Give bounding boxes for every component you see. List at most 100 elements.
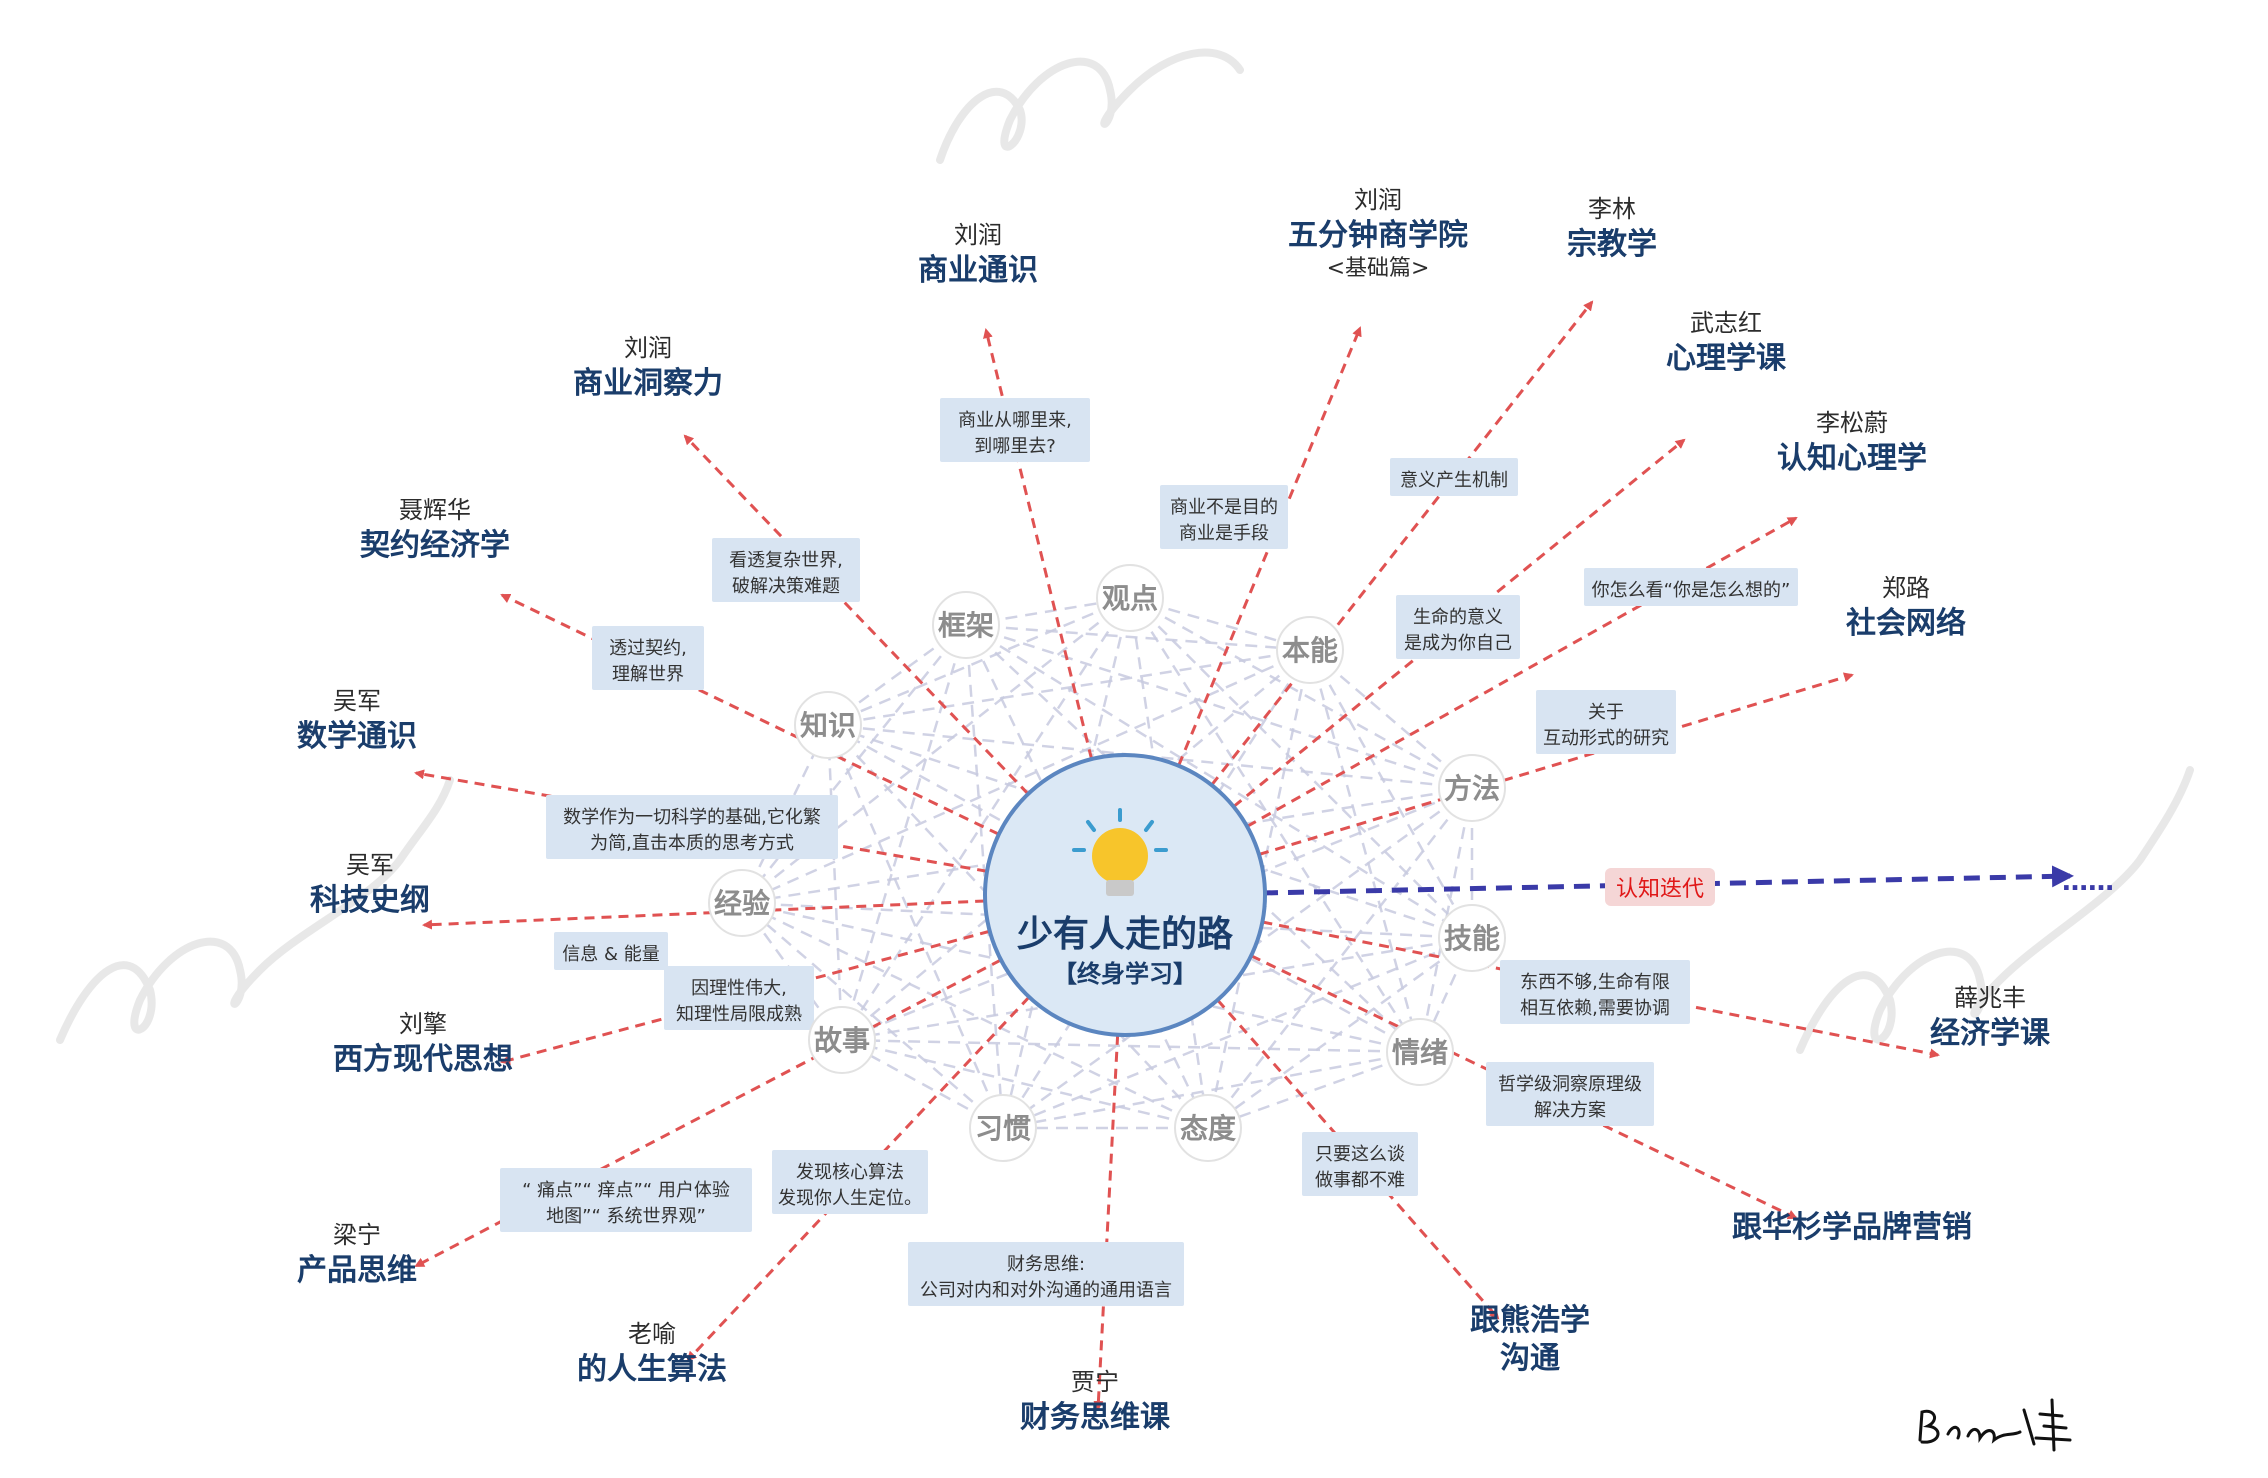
course-title: 产品思维 bbox=[297, 1253, 417, 1288]
lightbulb-icon bbox=[1072, 808, 1168, 896]
concept-node: 态度 bbox=[1174, 1094, 1242, 1162]
central-topic: 少有人走的路 【终身学习】 bbox=[983, 753, 1267, 1037]
course-title: 认知心理学 bbox=[1777, 441, 1927, 476]
note-line: 做事都不难 bbox=[1315, 1170, 1405, 1191]
concept-node-label: 观点 bbox=[1102, 582, 1158, 615]
note-line: 解决方案 bbox=[1534, 1100, 1606, 1121]
concept-node-label: 知识 bbox=[800, 709, 856, 742]
concept-node: 框架 bbox=[932, 591, 1000, 659]
course-author: 薛兆丰 bbox=[1954, 984, 2026, 1012]
note-line: 公司对内和对外沟通的通用语言 bbox=[920, 1280, 1172, 1301]
course-author: 老喻 bbox=[628, 1320, 676, 1348]
course-title: 跟华杉学品牌营销 bbox=[1732, 1210, 1972, 1245]
note-box: 因理性伟大,知理性局限成熟 bbox=[664, 966, 814, 1030]
concept-node-label: 方法 bbox=[1444, 772, 1500, 805]
course-author: 梁宁 bbox=[333, 1221, 381, 1249]
course-title: 契约经济学 bbox=[360, 528, 510, 563]
note-box: 你怎么看“你是怎么想的” bbox=[1584, 568, 1798, 606]
note-line: 东西不够,生命有限 bbox=[1520, 972, 1670, 993]
concept-node: 方法 bbox=[1438, 754, 1506, 822]
note-line: 意义产生机制 bbox=[1400, 470, 1508, 491]
course-author: 李林 bbox=[1588, 195, 1636, 223]
course-title: 社会网络 bbox=[1846, 606, 1966, 641]
concept-node-label: 框架 bbox=[938, 609, 994, 642]
course-subtitle: 沟通 bbox=[1500, 1341, 1560, 1376]
note-line: 商业从哪里来, bbox=[958, 410, 1072, 431]
note-line: 生命的意义 bbox=[1413, 607, 1503, 628]
signature-watermark bbox=[56, 48, 2194, 1054]
course-link-arrow bbox=[1177, 326, 1362, 767]
note-line: 到哪里去? bbox=[974, 436, 1056, 457]
concept-node-label: 故事 bbox=[814, 1024, 870, 1057]
cognitive-iteration-arrow: 认知迭代 …… bbox=[1261, 865, 2114, 906]
note-line: 哲学级洞察原理级 bbox=[1498, 1074, 1642, 1095]
note-line: 是成为你自己 bbox=[1404, 633, 1512, 654]
concept-node-label: 情绪 bbox=[1392, 1036, 1448, 1069]
course-title: 商业通识 bbox=[918, 253, 1038, 288]
note-line: 商业是手段 bbox=[1179, 523, 1269, 544]
note-line: “ 痛点”“ 痒点”“ 用户体验 bbox=[522, 1180, 730, 1201]
course-author: 吴军 bbox=[333, 687, 381, 715]
note-line: 看透复杂世界, bbox=[729, 550, 843, 571]
course-author: 刘润 bbox=[624, 334, 672, 362]
note-line: 地图”“ 系统世界观” bbox=[546, 1206, 706, 1227]
course-author: 刘润 bbox=[954, 221, 1002, 249]
concept-node-label: 技能 bbox=[1444, 922, 1500, 955]
center-title: 少有人走的路 bbox=[1017, 914, 1234, 955]
note-line: 理解世界 bbox=[612, 664, 684, 685]
note-box: 信息 & 能量 bbox=[554, 932, 668, 970]
course-author: 贾宁 bbox=[1071, 1368, 1119, 1396]
note-line: 破解决策难题 bbox=[732, 576, 840, 597]
course-title: 财务思维课 bbox=[1020, 1400, 1171, 1435]
note-line: 你怎么看“你是怎么想的” bbox=[1592, 580, 1791, 601]
course-title: 商业洞察力 bbox=[573, 366, 723, 401]
course-link-arrow bbox=[1258, 672, 1854, 856]
note-line: 发现你人生定位。 bbox=[778, 1188, 922, 1209]
note-line: 为简,直击本质的思考方式 bbox=[590, 833, 794, 854]
note-box: 透过契约,理解世界 bbox=[592, 626, 704, 690]
note-line: 因理性伟大, bbox=[691, 978, 787, 999]
course-author: 刘擎 bbox=[399, 1010, 447, 1038]
course-link-arrow bbox=[1093, 1034, 1120, 1411]
course-author: 刘润 bbox=[1354, 186, 1402, 214]
course-title: 科技史纲 bbox=[310, 883, 430, 918]
note-line: 相互依赖,需要协调 bbox=[1520, 998, 1670, 1019]
course-title: 西方现代思想 bbox=[333, 1042, 513, 1077]
course-author: 李松蔚 bbox=[1816, 409, 1888, 437]
note-line: 信息 & 能量 bbox=[562, 944, 659, 965]
note-line: 商业不是目的 bbox=[1170, 497, 1278, 518]
course-author: 吴军 bbox=[346, 851, 394, 879]
concept-node: 知识 bbox=[794, 691, 862, 759]
course-title: 宗教学 bbox=[1567, 227, 1657, 262]
concept-node: 观点 bbox=[1096, 564, 1164, 632]
course-author: 武志红 bbox=[1690, 309, 1762, 337]
iteration-tail: …… bbox=[2062, 867, 2114, 897]
course-label: 跟华杉学品牌营销 bbox=[1732, 1210, 1972, 1245]
course-author: 郑路 bbox=[1882, 574, 1930, 602]
course-link-arrow bbox=[1246, 516, 1798, 828]
course-title: 经济学课 bbox=[1930, 1016, 2051, 1051]
concept-node-label: 经验 bbox=[714, 887, 770, 920]
concept-node-label: 本能 bbox=[1282, 634, 1338, 667]
course-author: 聂辉华 bbox=[399, 496, 471, 524]
note-line: 发现核心算法 bbox=[796, 1162, 904, 1183]
